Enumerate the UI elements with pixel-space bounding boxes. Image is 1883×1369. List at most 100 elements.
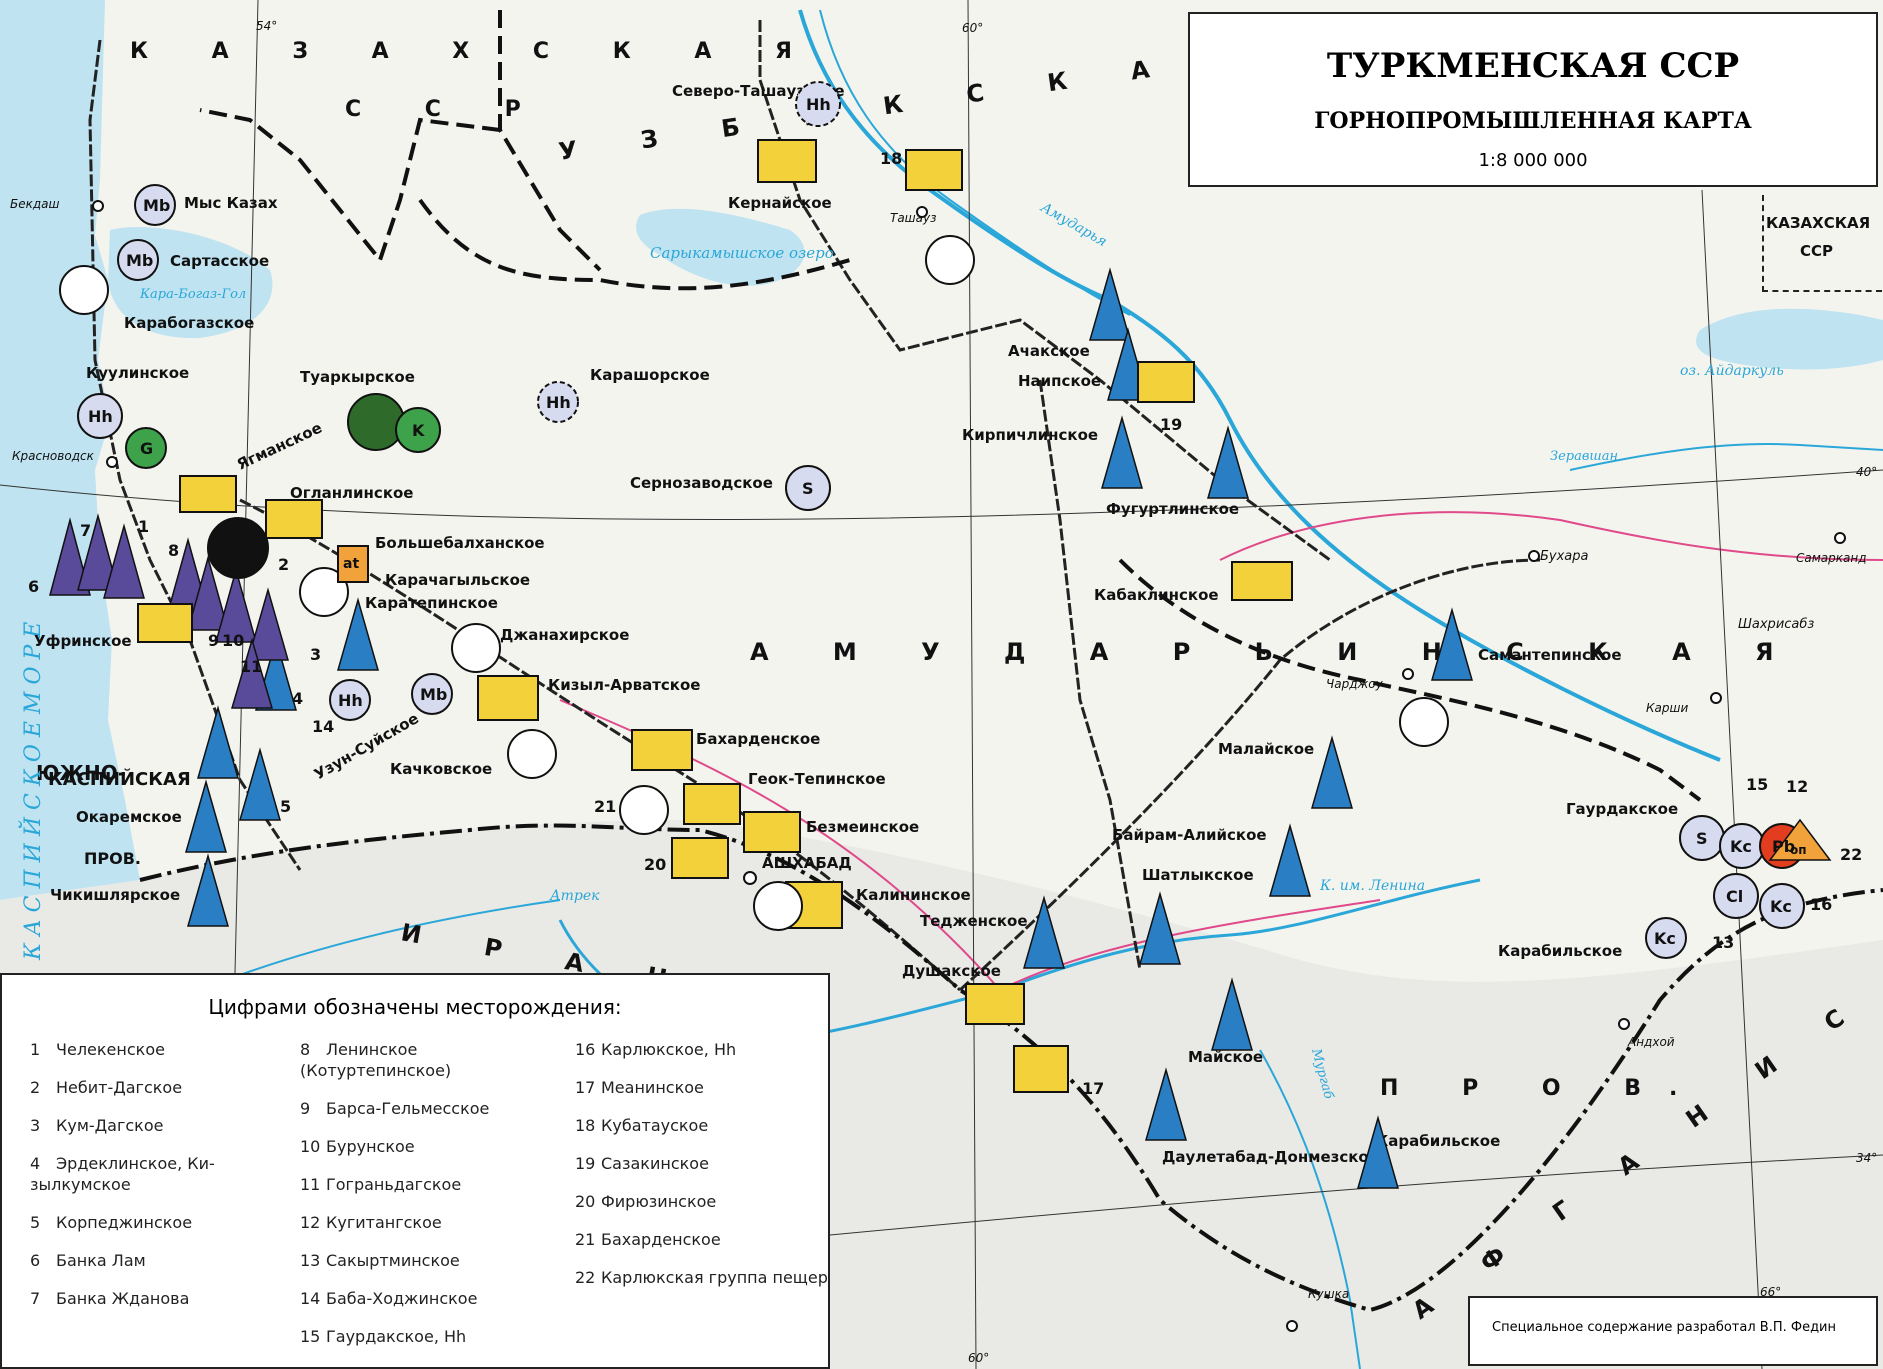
yellow-box (1013, 1045, 1069, 1093)
circle-kc-3 (1645, 917, 1687, 959)
symbol-letter: Kc (1770, 897, 1792, 916)
city-shakhrisabz: Шахрисабз (1738, 617, 1814, 632)
city-bekdash: Бекдаш (10, 197, 60, 211)
deposit-label: Геок-Тепинское (748, 770, 886, 788)
yellow-box (477, 675, 539, 721)
legend-item-name: Меанинское (601, 1078, 704, 1097)
deposit-number: 5 (280, 797, 291, 816)
gas-triangle (1023, 895, 1065, 969)
deposit-number: 16 (1810, 895, 1832, 914)
legend-item-name: Кугитангское (326, 1213, 442, 1232)
deposit-label: Каратепинское (365, 594, 498, 612)
deposit-label: Сернозаводское (630, 474, 773, 492)
deposit-label: Карабильское (1376, 1132, 1500, 1150)
legend-item-number: 6 (30, 1251, 41, 1270)
legend-item-name: Сазакинское (601, 1154, 709, 1173)
yellow-box (137, 603, 193, 643)
city-dot (106, 456, 118, 468)
water-aydarkul: оз. Айдаркуль (1680, 363, 1784, 379)
railway-north (758, 20, 1331, 562)
deposit-label: Кернайское (728, 194, 832, 212)
deposit-label: Чикишлярское (50, 886, 180, 904)
circle-s-1 (785, 465, 831, 511)
parallel-34 (829, 1154, 1883, 1236)
city-dot (916, 206, 928, 218)
gas-triangle (1101, 415, 1143, 489)
circle-hh-3 (795, 81, 841, 127)
legend-heading: Цифрами обозначены месторождения: (208, 995, 622, 1019)
meridian-60 (967, 0, 977, 1369)
symbol-letter: Hh (88, 407, 113, 426)
symbol-letter: Mb (420, 685, 447, 704)
deposit-label: Кирпичлинское (962, 426, 1098, 444)
deposit-number: 4 (292, 689, 303, 708)
deposit-label: Бахарденское (696, 730, 820, 748)
yellow-box (1231, 561, 1293, 601)
symbol-letter: S (802, 479, 814, 498)
oil-triangle (215, 567, 257, 643)
deposit-label: Карабогазское (124, 314, 254, 332)
deposit-number: 3 (310, 645, 321, 664)
salt-deposits (59, 235, 1449, 931)
at-marker (337, 545, 369, 583)
legend-item-number: 12 (300, 1213, 321, 1232)
deposit-number: 18 (880, 149, 902, 168)
grid-label-60-top: 60° (962, 21, 983, 35)
legend-item-name: Фирюзинское (601, 1192, 717, 1211)
deposit-label: Качковское (390, 760, 492, 778)
legend-item-name: Корпеджинское (56, 1213, 193, 1232)
legend-item-name: Бахарденское (601, 1230, 721, 1249)
legend-item-number: 2 (30, 1078, 41, 1097)
circle-hh-1 (77, 393, 123, 439)
deposit-number: 11 (240, 657, 262, 676)
deposit-label: Байрам-Алийское (1112, 826, 1267, 844)
city-karshi: Карши (1646, 701, 1688, 715)
yellow-box (905, 149, 963, 191)
deposit-label: Уфринское (34, 632, 132, 650)
meridian-66 (1701, 189, 1763, 1369)
region-amudarya: А М У Д А Р Ь И Н С К А Я (750, 638, 1802, 666)
caspian-sea (0, 0, 140, 900)
region-south-caspian-3: ПРОВ. (84, 849, 141, 868)
sarykamysh-lake (636, 208, 805, 286)
symbol-letter: Mb (143, 196, 170, 215)
deposit-number: 20 (644, 855, 666, 874)
legend-item-name: Гаурдакское, Hh (326, 1327, 467, 1346)
yellow-box (1137, 361, 1195, 403)
city-samarkand: Самарканд (1796, 551, 1867, 565)
deposit-label: Даулетабад-Донмезское (1162, 1148, 1379, 1166)
symbol-letter: оп (1790, 843, 1807, 857)
water-zeravshan: Зеравшан (1550, 449, 1618, 464)
symbol-letter: Kc (1654, 929, 1676, 948)
region-south-caspian-1: ЮЖНО- (36, 761, 126, 785)
legend-item: 21 Бахарденское (575, 1229, 830, 1250)
deposit-label: Огланлинское (290, 484, 413, 502)
symbol-letter: Pb (1772, 837, 1795, 856)
circle-dark-green (347, 393, 405, 451)
legend-item-number: 11 (300, 1175, 321, 1194)
deposit-number: 12 (1786, 777, 1808, 796)
border-uzbek-west (418, 198, 851, 291)
border-state (139, 823, 1883, 1313)
deposit-label: Калининское (856, 886, 971, 904)
circle-mb-1 (134, 184, 176, 226)
black-balloon-marker (207, 517, 269, 579)
region-kazakh-east-1: КАЗАХСКАЯ (1766, 214, 1870, 232)
title-panel: ТУРКМЕНСКАЯ ССР ГОРНОПРОМЫШЛЕННАЯ КАРТА … (1188, 12, 1878, 187)
gas-triangle (337, 597, 379, 671)
circle-hh-2 (537, 381, 579, 423)
region-south-caspian-2: КАСПИЙСКАЯ (48, 768, 191, 790)
legend-item-number: 4 (30, 1154, 41, 1173)
city-andkhoy: Андхой (1627, 1035, 1675, 1049)
legend-item-number: 9 (300, 1099, 311, 1118)
city-dot (1286, 1320, 1298, 1332)
symbol-letter: at (343, 556, 359, 572)
deposit-number: 14 (312, 717, 334, 736)
legend-item-number: 21 (575, 1230, 596, 1249)
